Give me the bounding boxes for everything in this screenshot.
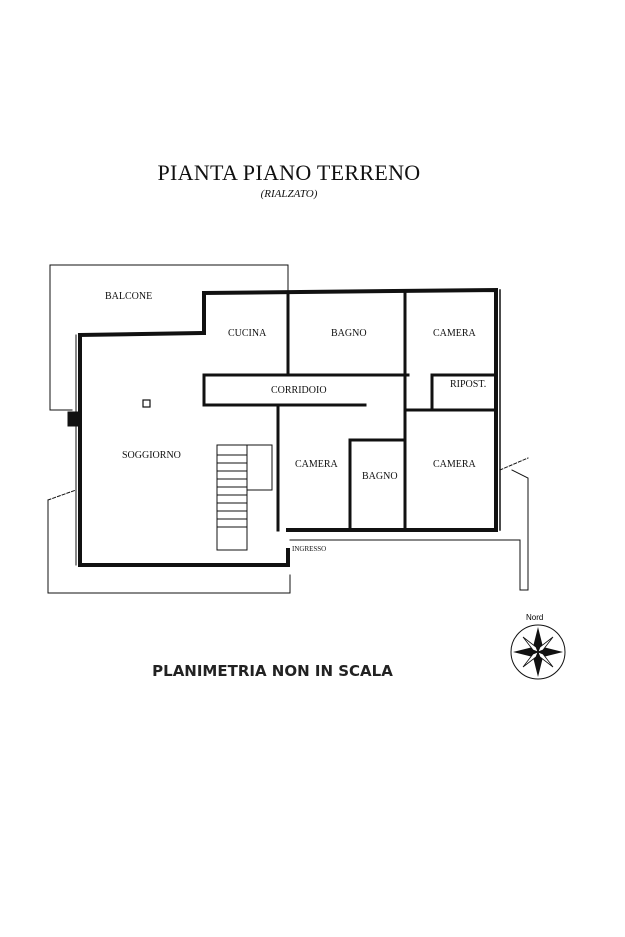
- interior-walls: [202, 291, 498, 532]
- room-labels: BALCONE CUCINA BAGNO CAMERA CORRIDOIO RI…: [105, 291, 486, 553]
- label-soggiorno: SOGGIORNO: [122, 450, 181, 461]
- fireplace-mark: [67, 411, 81, 427]
- label-ripost: RIPOST.: [450, 379, 486, 390]
- exterior-walls: [77, 287, 498, 567]
- terrace-outline: [47, 499, 291, 594]
- label-camera-3: CAMERA: [433, 459, 477, 470]
- compass-rose-icon: Nord: [510, 613, 566, 680]
- label-ingresso: INGRESSO: [292, 545, 326, 553]
- label-bagno-2: BAGNO: [362, 471, 398, 482]
- plan-subtitle: (RIALZATO): [260, 188, 318, 200]
- label-camera-2: CAMERA: [295, 459, 339, 470]
- label-cucina: CUCINA: [228, 328, 267, 339]
- label-balcone: BALCONE: [105, 291, 152, 302]
- balcony-outline: [49, 264, 289, 411]
- pillar-mark: [142, 399, 151, 408]
- staircase: [216, 444, 273, 551]
- plan-title: PIANTA PIANO TERRENO: [157, 160, 421, 185]
- scale-note: PLANIMETRIA NON IN SCALA: [152, 662, 393, 680]
- compass-label: Nord: [526, 613, 543, 622]
- label-camera-1: CAMERA: [433, 328, 477, 339]
- label-corridoio: CORRIDOIO: [271, 385, 327, 396]
- label-bagno-1: BAGNO: [331, 328, 367, 339]
- terrace-outline-right: [289, 469, 529, 591]
